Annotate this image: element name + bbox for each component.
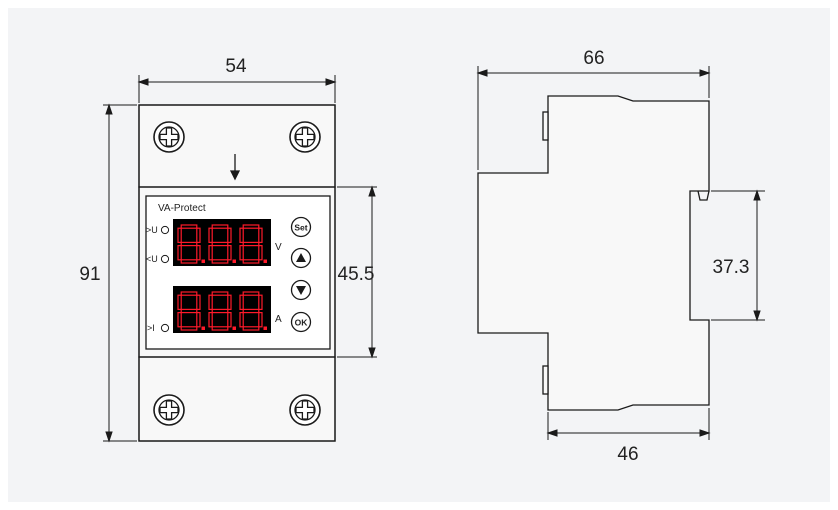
seven-segment-digit: [177, 224, 205, 264]
side-upper-clip: [542, 111, 549, 141]
front-bottom-terminal-block: [138, 356, 336, 442]
under-voltage-indicator-label: <U: [146, 254, 158, 264]
seven-segment-digit: [239, 224, 267, 264]
screw-icon: [289, 394, 321, 426]
over-current-indicator-label: >I: [147, 323, 155, 333]
side-base-dimension: 46: [617, 444, 638, 465]
brand-label: VA-Protect: [158, 203, 206, 214]
front-width-dimension: 54: [225, 56, 247, 77]
seven-segment-digit: [239, 291, 267, 331]
drawing-background: [8, 8, 830, 502]
over-voltage-indicator-label: >U: [146, 225, 158, 235]
over-current-led: [160, 323, 170, 333]
side-rail-dimension: 37.3: [713, 257, 750, 278]
set-button-label: Set: [294, 223, 307, 233]
screw-icon: [153, 121, 185, 153]
seven-segment-digit: [208, 224, 236, 264]
side-view: [477, 95, 710, 411]
side-dimension-lines: [476, 66, 765, 440]
unit-v-label: V: [275, 242, 282, 253]
side-lower-clip: [542, 365, 549, 395]
side-profile-outline: [477, 95, 710, 411]
screw-icon: [153, 394, 185, 426]
screw-icon: [289, 121, 321, 153]
front-height-dimension: 91: [79, 264, 100, 285]
side-depth-dimension: 66: [583, 48, 604, 69]
front-screws: [153, 121, 321, 426]
front-view: [138, 104, 336, 442]
ok-button-label: OK: [295, 318, 309, 328]
under-voltage-led: [160, 254, 170, 264]
front-window-dimension: 45.5: [338, 264, 375, 285]
front-dimension-lines: [103, 75, 377, 443]
triangle-down-icon: [296, 286, 306, 295]
ok-button[interactable]: OK: [290, 311, 312, 333]
seven-segment-digit: [177, 291, 205, 331]
unit-a-label: A: [275, 314, 282, 325]
set-button[interactable]: Set: [290, 216, 312, 238]
up-button[interactable]: [290, 247, 312, 269]
seven-segment-digit: [208, 291, 236, 331]
over-voltage-led: [160, 225, 170, 235]
seven-segment-digits: [177, 224, 267, 331]
arrow-down-icon: [229, 154, 241, 181]
triangle-up-icon: [296, 253, 306, 262]
side-rail-notch: [697, 190, 710, 201]
down-button[interactable]: [290, 279, 312, 301]
